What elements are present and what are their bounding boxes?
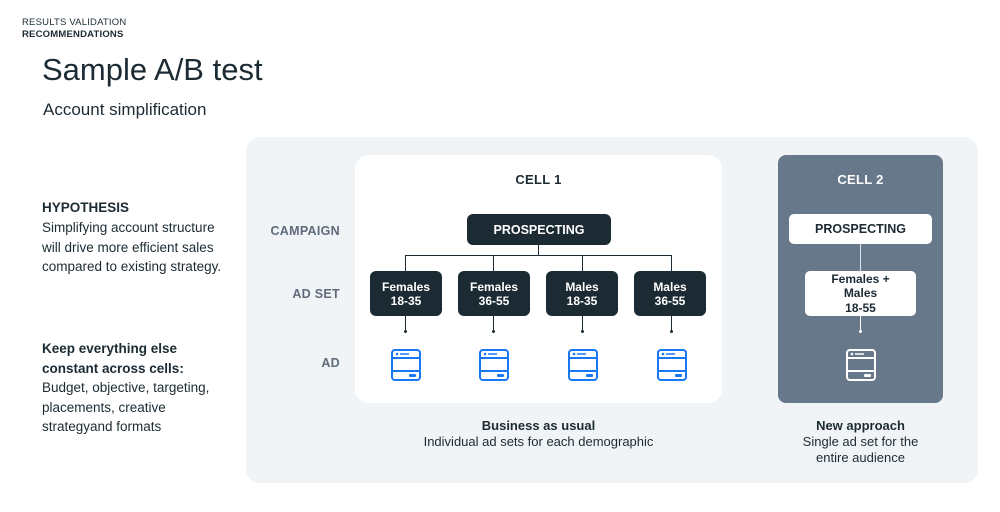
row-label-campaign: CAMPAIGN [270,224,340,238]
ad-connector [405,316,406,330]
ad-window-icon [568,349,598,381]
cell-1-caption: Business as usual Individual ad sets for… [355,418,722,450]
constants-heading: Keep everything else constant across cel… [42,341,184,376]
ad-set-label: Males [565,279,599,294]
cell-2-connector [860,244,861,271]
ad-set-label: Females + [831,271,890,286]
row-label-ad-set: AD SET [292,287,340,301]
hypothesis-heading: HYPOTHESIS [42,200,130,215]
ad-set-age: 36-55 [654,293,686,308]
ad-connector [493,316,494,330]
row-label-ad: AD [321,356,340,370]
tree-connector-trunk [538,245,539,255]
cell-2-caption-heading: New approach [816,418,905,433]
ad-window-icon [391,349,421,381]
ad-connector-dot [404,330,407,333]
tree-connector-branch [405,255,406,271]
hypothesis-text: Simplifying account structure will drive… [42,220,222,274]
cell-1-title: CELL 1 [515,172,562,187]
ad-set-label: Females [381,279,431,294]
page-subtitle: Account simplification [43,100,207,119]
tree-connector-branch [671,255,672,271]
ad-connector-dot [859,330,862,333]
cell-1-caption-text: Individual ad sets for each demographic [423,434,654,449]
eyebrow-subsection: RECOMMENDATIONS [22,29,124,40]
ad-connector [671,316,672,330]
ad-connector-dot [670,330,673,333]
cell-1-caption-heading: Business as usual [481,418,596,433]
ad-connector [582,316,583,330]
ad-window-icon [479,349,509,381]
ad-set-label: Males [653,279,687,294]
tree-connector-branch [493,255,494,271]
ad-set-age: 18-35 [390,293,422,308]
tree-connector-branch [582,255,583,271]
cell-2-title: CELL 2 [837,172,884,187]
ad-set-age: 18-55 [845,300,876,315]
ad-connector-dot [581,330,584,333]
tree-connector-bar [405,255,672,256]
ad-connector [860,316,861,330]
cell-2-caption: New approach Single ad set for the entir… [768,418,953,466]
ad-set-label: Males [843,286,878,301]
ad-window-icon [846,349,876,381]
eyebrow-section: RESULTS VALIDATION [22,17,127,28]
ad-set-label: Females [469,279,519,294]
cell-2-campaign-box: PROSPECTING [789,214,932,244]
cell-1-campaign-box: PROSPECTING [467,214,611,245]
cell-2-caption-text: entire audience [816,450,905,465]
ad-window-icon [657,349,687,381]
ad-set-age: 36-55 [478,293,510,308]
page-title: Sample A/B test [42,52,263,87]
ad-connector-dot [492,330,495,333]
cell-2-caption-text: Single ad set for the [802,434,919,449]
constants-text: Budget, objective, targeting, placements… [42,380,210,434]
ad-set-age: 18-35 [566,293,598,308]
